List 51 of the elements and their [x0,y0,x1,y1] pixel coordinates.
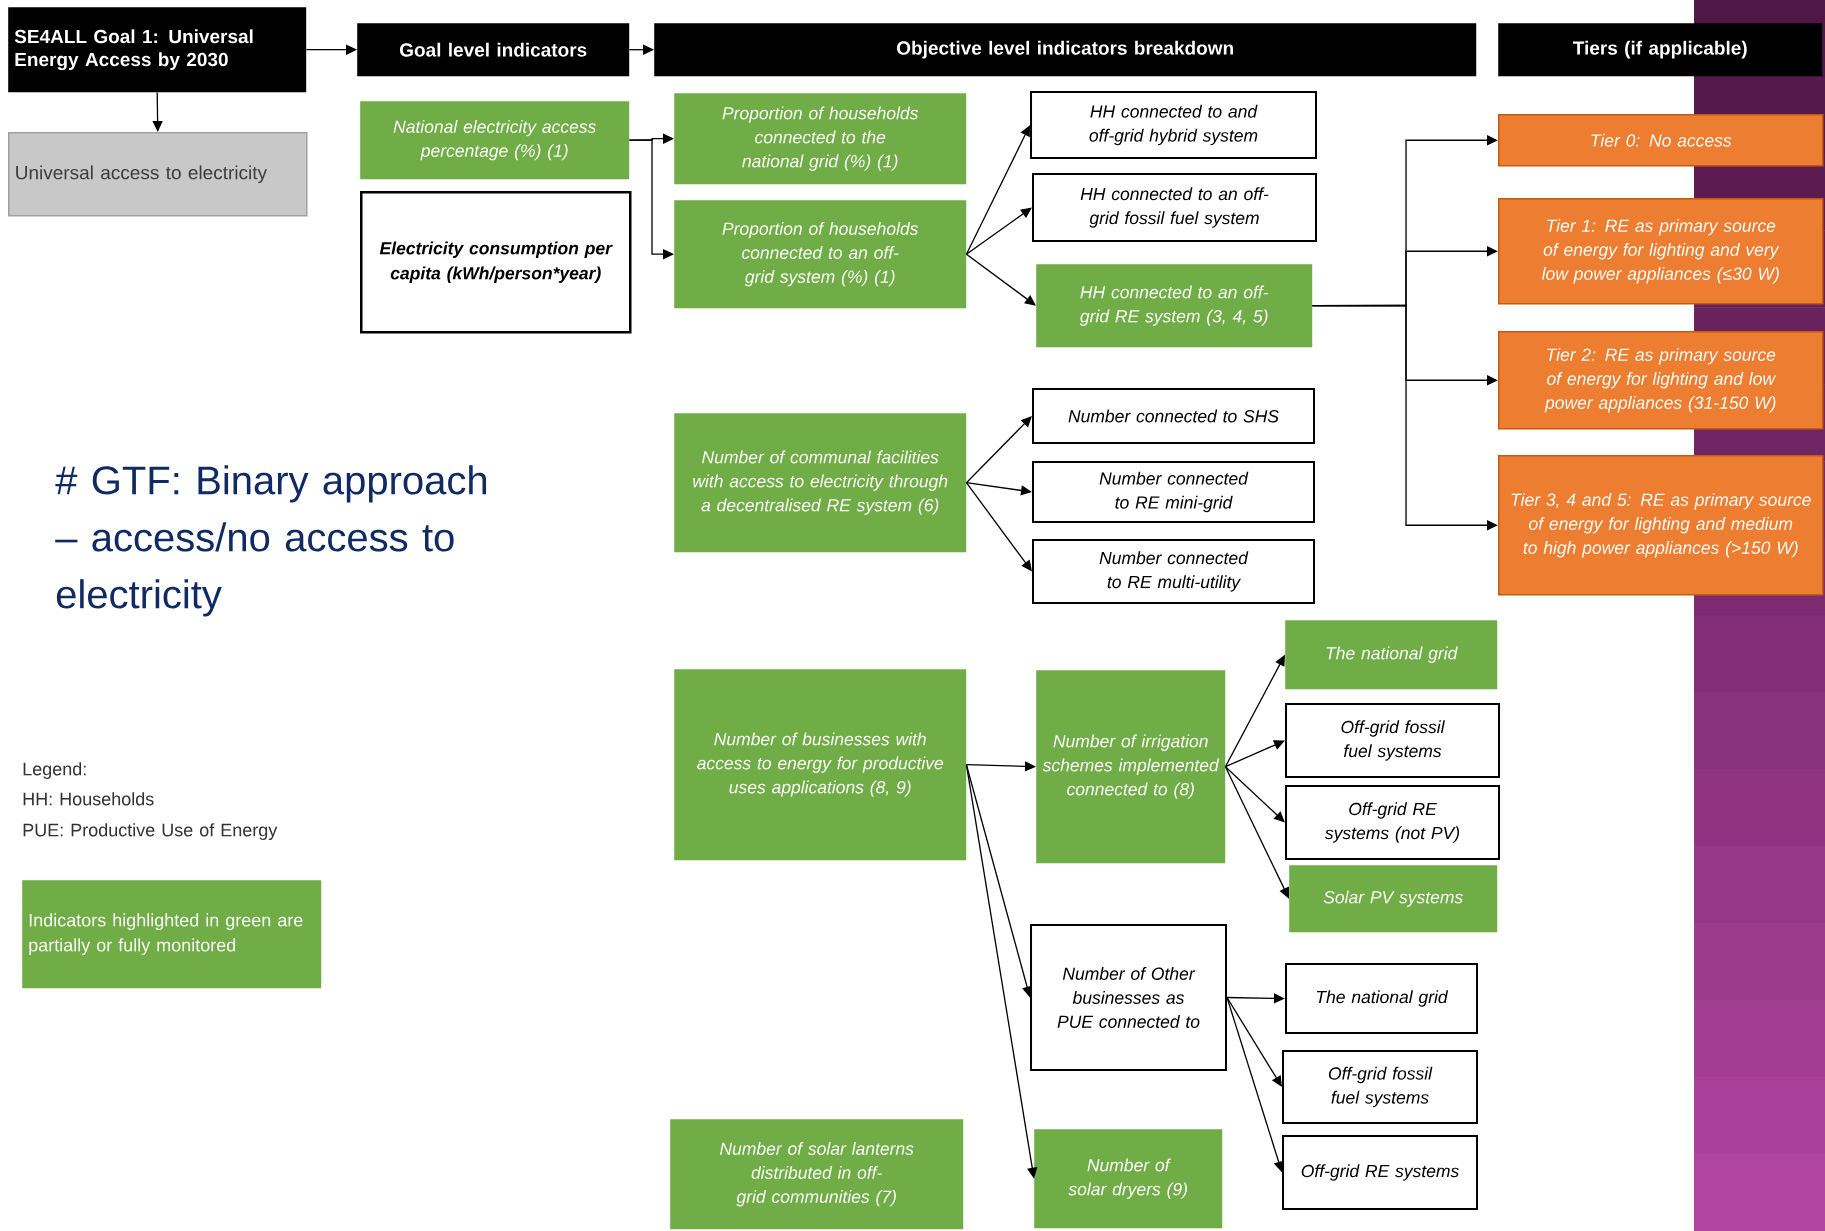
arrow [965,253,1036,306]
indicator-box: The national grid [1285,963,1478,1034]
arrow [1226,996,1282,1087]
arrow [628,44,654,55]
indicator-box: HH connected to an off-grid RE system (3, 4, 5) [1036,264,1313,348]
indicator-box: Number of solar dryers (9) [1034,1129,1223,1229]
heading: # GTF: Binary approach – access/no access to electricity [55,465,487,617]
tier-box: Tier 0: No access [1498,114,1824,167]
indicator-box: Number connected to SHS [1032,388,1315,444]
goal-box: Universal access to electricity [8,132,308,217]
arrow [152,91,163,132]
indicator-box: Electricity consumption per capita (kWh/person*year) [360,191,632,334]
arrow [965,416,1032,484]
indicator-box: Number of businesses with access to energy for productive uses applications (8, 9) [674,669,967,861]
indicator-box: Number of solar lanterns distributed in off-grid communities (7) [670,1119,964,1230]
indicator-box: Proportion of households connected to an off-grid system (%) (1) [674,200,967,309]
indicator-box: Off-grid fossil fuel systems [1285,703,1500,778]
legend-text: HH: Households [23,792,154,806]
indicator-box: National electricity access percentage (%) (1) [360,101,630,180]
header-box: SE4ALL Goal 1: Universal Energy Access by 2030 [8,7,307,93]
indicator-box: Off-grid RE systems [1282,1135,1478,1210]
indicator-box: HH connected to and off-grid hybrid system [1030,91,1317,159]
arrow [1224,740,1285,768]
legend-text: PUE: Productive Use of Energy [23,823,278,840]
tier-box: Tier 1: RE as primary source of energy for lighting and very low power appliances (≤30 W) [1498,198,1824,305]
indicator-box: HH connected to an off-grid fossil fuel system [1032,173,1317,242]
legend-title: Legend: [23,762,86,779]
arrow [1224,766,1285,823]
arrow [965,125,1030,255]
legend-box: Indicators highlighted in green are partially or fully monitored [22,880,322,989]
indicator-box: Off-grid fossil fuel systems [1282,1050,1478,1124]
indicator-box: The national grid [1285,620,1498,690]
arrow [1311,304,1498,531]
arrow [1226,993,1285,1004]
arrow [965,761,1036,772]
indicator-box: Proportion of households connected to the national grid (%) (1) [674,93,967,185]
tier-box: Tier 2: RE as primary source of energy for lighting and low power appliances (31-150 W) [1498,331,1824,430]
indicator-box: Number of Other businesses as PUE connected to [1030,924,1227,1071]
indicator-box: Off-grid RE systems (not PV) [1285,785,1500,860]
arrow [965,482,1032,496]
indicator-box: Number connected to RE multi-utility [1032,539,1315,604]
indicator-box: Number connected to RE mini-grid [1032,461,1315,523]
indicator-box: Number of irrigation schemes implemented connected to (8) [1036,670,1226,864]
indicator-box: Number of communal facilities with access to electricity through a decentralised RE system (6) [674,413,967,553]
header-box: Tiers (if applicable) [1498,23,1823,77]
header-box: Goal level indicators [357,23,630,77]
header-box: Objective level indicators breakdown [654,23,1477,77]
indicator-box: Solar PV systems [1289,865,1498,933]
tier-box: Tier 3, 4 and 5: RE as primary source of energy for lighting and medium to high power appliances (>150 W) [1498,455,1824,596]
arrow [965,207,1032,255]
arrow [305,44,357,55]
